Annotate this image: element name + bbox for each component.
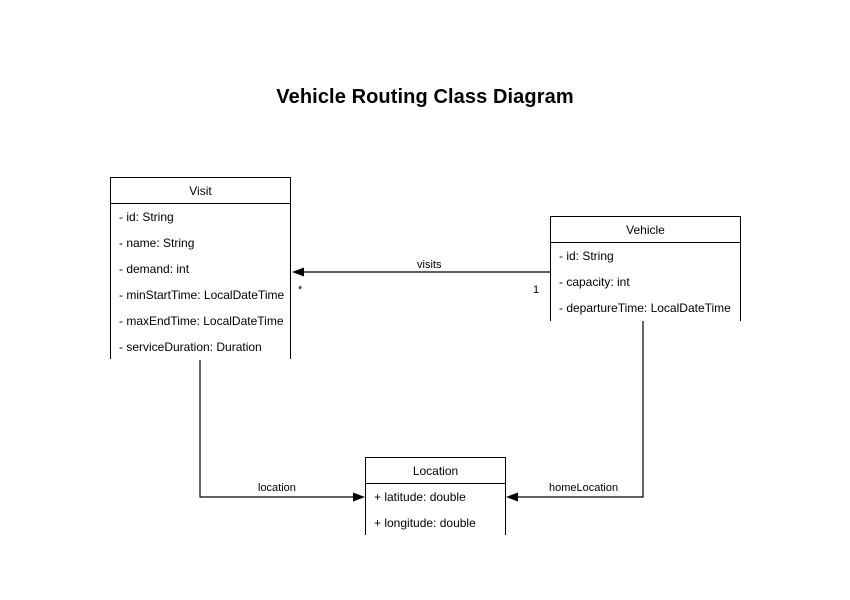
- class-attribute: - id: String: [559, 249, 614, 263]
- class-name-vehicle: Vehicle: [551, 217, 740, 243]
- class-attribute: - departureTime: LocalDateTime: [559, 301, 731, 315]
- edge-home-location: [506, 321, 644, 502]
- class-attribute: + longitude: double: [374, 516, 476, 530]
- class-attribute: - serviceDuration: Duration: [119, 340, 262, 354]
- multiplicity-vehicle-side: 1: [533, 284, 540, 296]
- class-name-location: Location: [366, 458, 505, 484]
- class-box-location[interactable]: Location + latitude: double + longitude:…: [365, 457, 506, 536]
- class-attributes-vehicle: - id: String - capacity: int - departure…: [551, 243, 740, 321]
- multiplicity-visit-side: *: [298, 284, 303, 296]
- class-name-visit: Visit: [111, 178, 290, 204]
- class-box-visit[interactable]: Visit - id: String - name: String - dema…: [110, 177, 291, 360]
- class-attribute: - demand: int: [119, 262, 190, 276]
- class-attribute: - maxEndTime: LocalDateTime: [119, 314, 284, 328]
- edge-location: [199, 359, 365, 502]
- class-attribute: - id: String: [119, 210, 174, 224]
- class-attributes-location: + latitude: double + longitude: double: [366, 484, 505, 536]
- edge-label-visits: visits: [414, 259, 445, 271]
- class-attribute: - name: String: [119, 236, 195, 250]
- edge-label-home-location: homeLocation: [546, 482, 622, 494]
- page-title: Vehicle Routing Class Diagram: [276, 86, 574, 108]
- class-attribute: - capacity: int: [559, 275, 630, 289]
- edge-visits: [292, 267, 550, 277]
- class-attribute: + latitude: double: [374, 490, 466, 504]
- edge-label-location: location: [255, 482, 299, 494]
- class-attributes-visit: - id: String - name: String - demand: in…: [111, 204, 290, 360]
- class-attribute: - minStartTime: LocalDateTime: [119, 288, 285, 302]
- class-box-vehicle[interactable]: Vehicle - id: String - capacity: int - d…: [550, 216, 741, 321]
